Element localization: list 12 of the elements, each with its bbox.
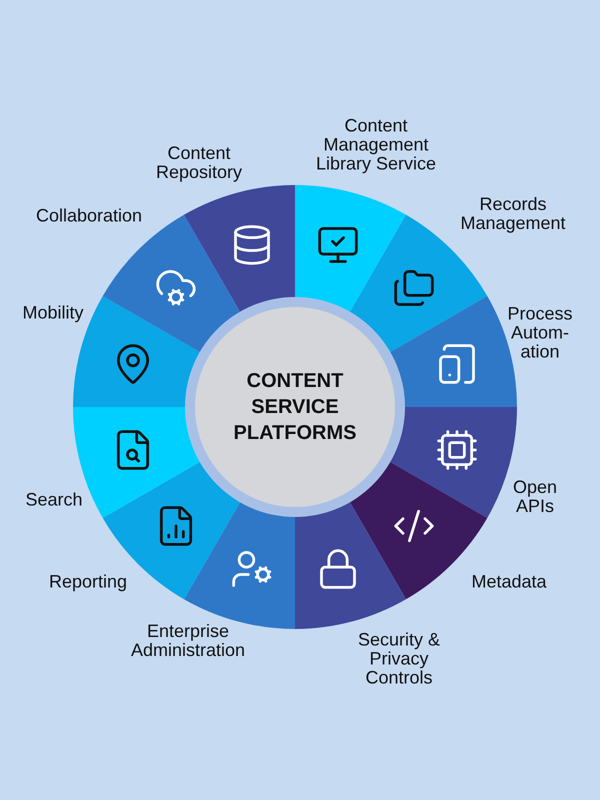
segment-label: Content Repository — [139, 144, 259, 182]
segment-label: Security & Privacy Controls — [344, 630, 454, 688]
segment-label: Content Management Library Service — [306, 116, 446, 174]
segment-label: Process Autom-ation — [500, 304, 580, 362]
segment-label: Metadata — [464, 572, 554, 592]
segment-label: Collaboration — [19, 206, 159, 226]
segment-label: Search — [14, 490, 94, 510]
segment-label: Reporting — [38, 572, 138, 592]
segment-label: Enterprise Administration — [113, 622, 263, 660]
segment-label: Mobility — [8, 304, 98, 322]
segment-label: Records Management — [453, 195, 573, 233]
segment-label: Open APIs — [500, 478, 570, 516]
